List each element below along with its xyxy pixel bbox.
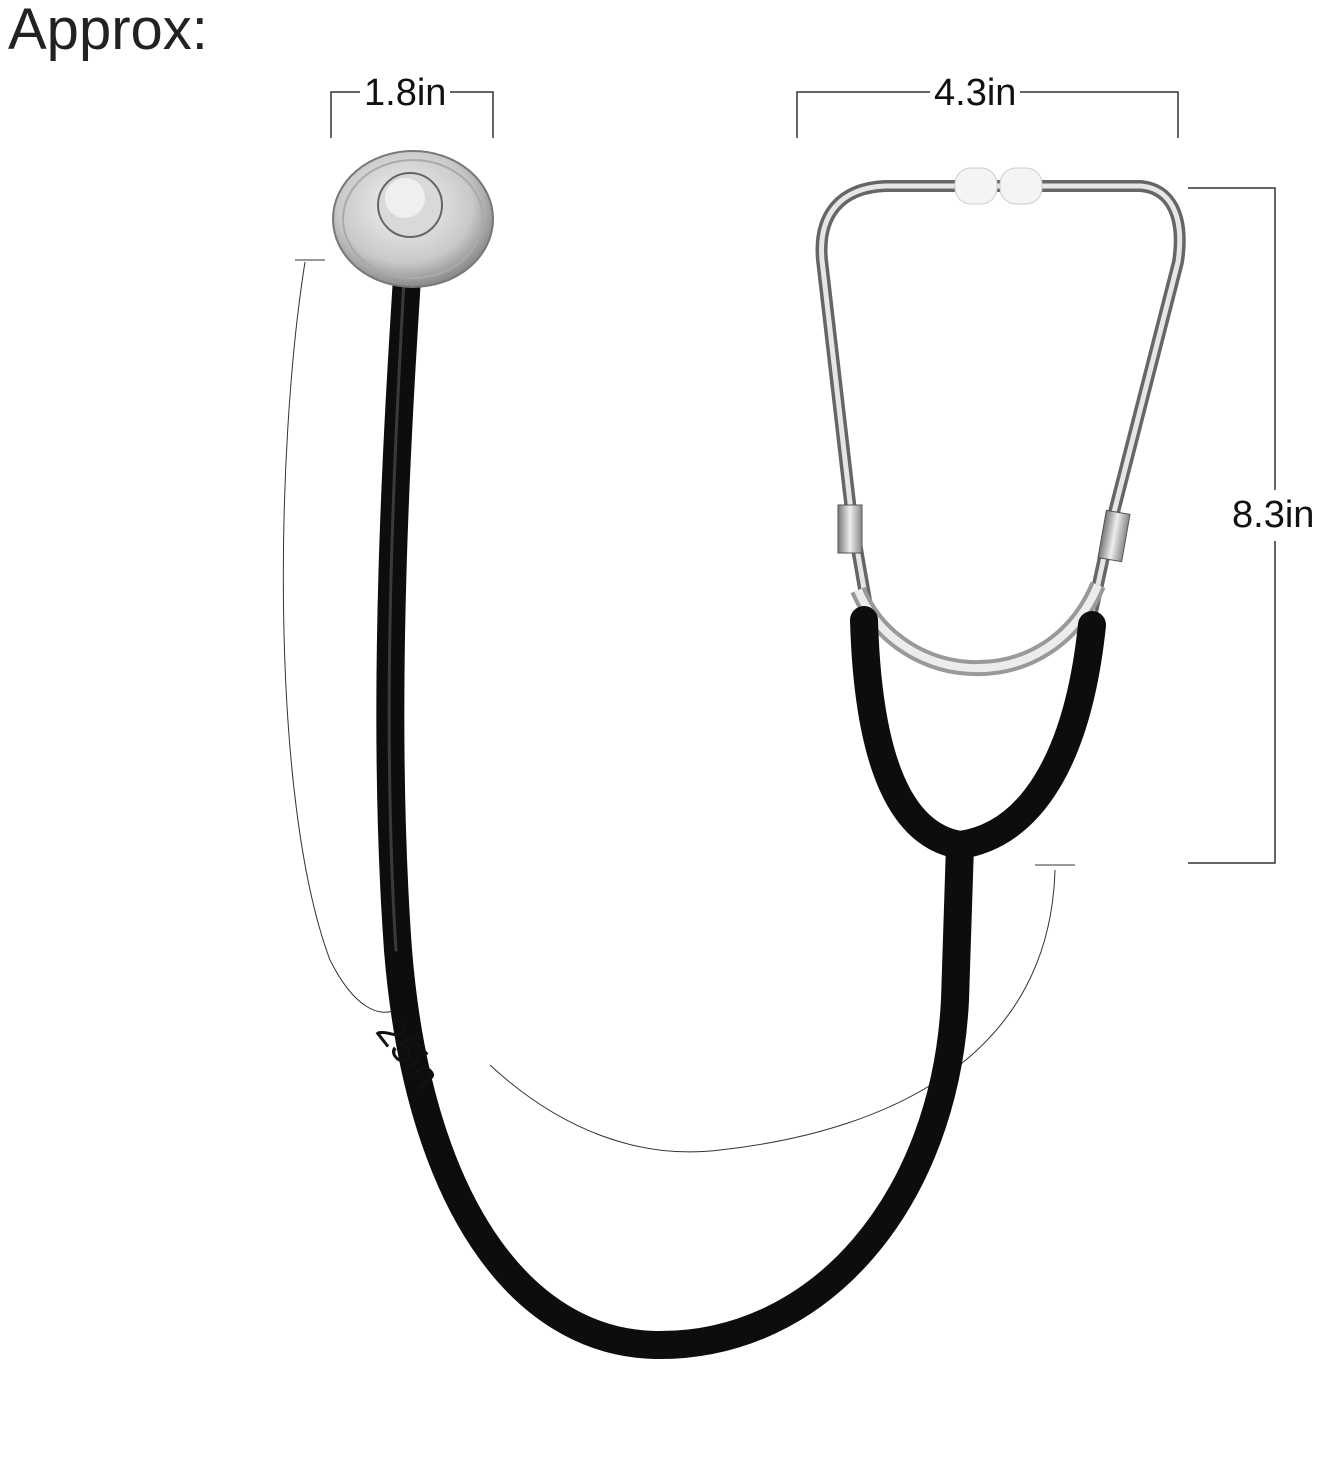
right-tube-joint — [1097, 509, 1131, 563]
chestpiece-diameter-label: 1.8in — [360, 72, 451, 115]
left-earpiece — [954, 167, 998, 205]
tube-length-curve — [282, 259, 1075, 1153]
chestpiece — [332, 150, 494, 288]
approx-label: Approx: — [8, 0, 208, 62]
tubing — [376, 248, 1106, 1360]
right-earpiece — [999, 167, 1043, 205]
headset-height-label: 8.3in — [1232, 490, 1315, 541]
left-tube-joint — [837, 504, 863, 554]
headset-width-label: 4.3in — [930, 72, 1021, 115]
spring-band — [850, 581, 1106, 677]
headset — [815, 180, 1186, 677]
earpieces — [954, 167, 1043, 205]
